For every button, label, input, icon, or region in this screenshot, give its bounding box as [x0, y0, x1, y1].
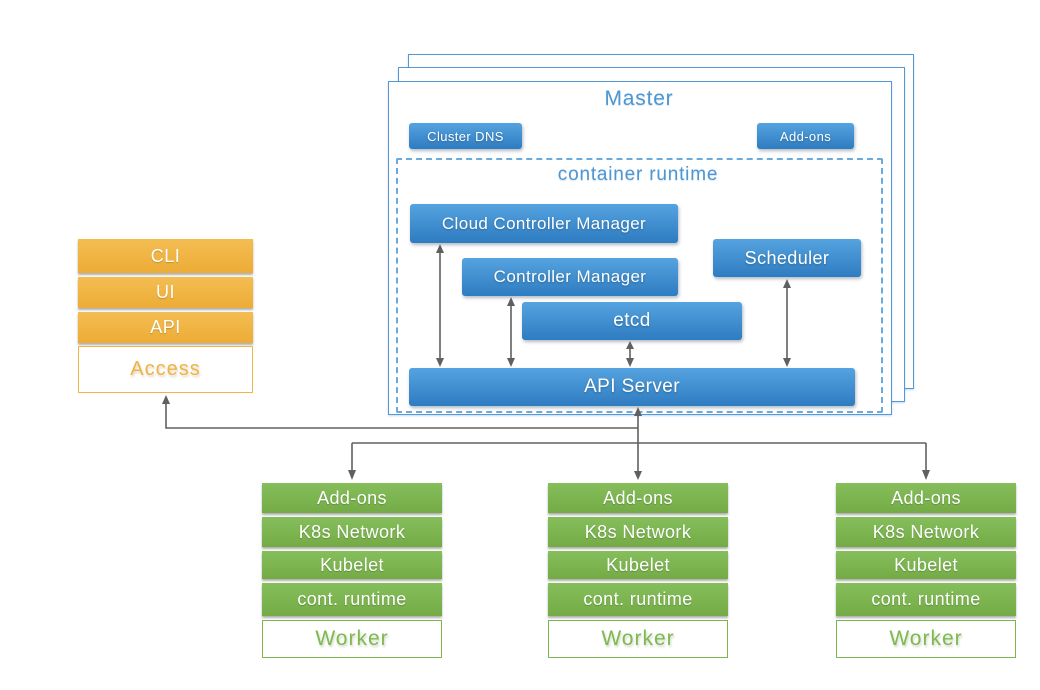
worker1-label-box: Worker — [262, 620, 442, 658]
worker2-row-kubelet: Kubelet — [548, 551, 728, 579]
access-label-box: Access — [78, 346, 253, 393]
cloud-controller-manager-box: Cloud Controller Manager — [410, 204, 678, 243]
worker1-row-addons: Add-ons — [262, 483, 442, 513]
worker2-label-box: Worker — [548, 620, 728, 658]
master-addons-box: Add-ons — [757, 123, 854, 149]
worker3-row-addons: Add-ons — [836, 483, 1016, 513]
arrow-apiserver-worker2 — [634, 407, 642, 480]
access-row-api: API — [78, 312, 253, 343]
access-row-cli: CLI — [78, 239, 253, 273]
master-title: Master — [604, 87, 674, 110]
controller-manager-box: Controller Manager — [462, 258, 678, 296]
worker3-row-kubelet: Kubelet — [836, 551, 1016, 579]
api-server-box: API Server — [409, 368, 855, 406]
scheduler-box: Scheduler — [713, 239, 861, 277]
etcd-box: etcd — [522, 302, 742, 340]
access-row-ui: UI — [78, 277, 253, 308]
worker2-row-container-runtime: cont. runtime — [548, 583, 728, 616]
worker3-row-k8s-network: K8s Network — [836, 517, 1016, 547]
cluster-dns-box: Cluster DNS — [409, 123, 522, 149]
worker1-row-container-runtime: cont. runtime — [262, 583, 442, 616]
worker2-row-addons: Add-ons — [548, 483, 728, 513]
worker3-label-box: Worker — [836, 620, 1016, 658]
arrow-apiserver-workers-branch — [348, 442, 930, 480]
worker1-row-k8s-network: K8s Network — [262, 517, 442, 547]
container-runtime-title: container runtime — [557, 164, 719, 185]
worker2-row-k8s-network: K8s Network — [548, 517, 728, 547]
worker3-row-container-runtime: cont. runtime — [836, 583, 1016, 616]
worker1-row-kubelet: Kubelet — [262, 551, 442, 579]
